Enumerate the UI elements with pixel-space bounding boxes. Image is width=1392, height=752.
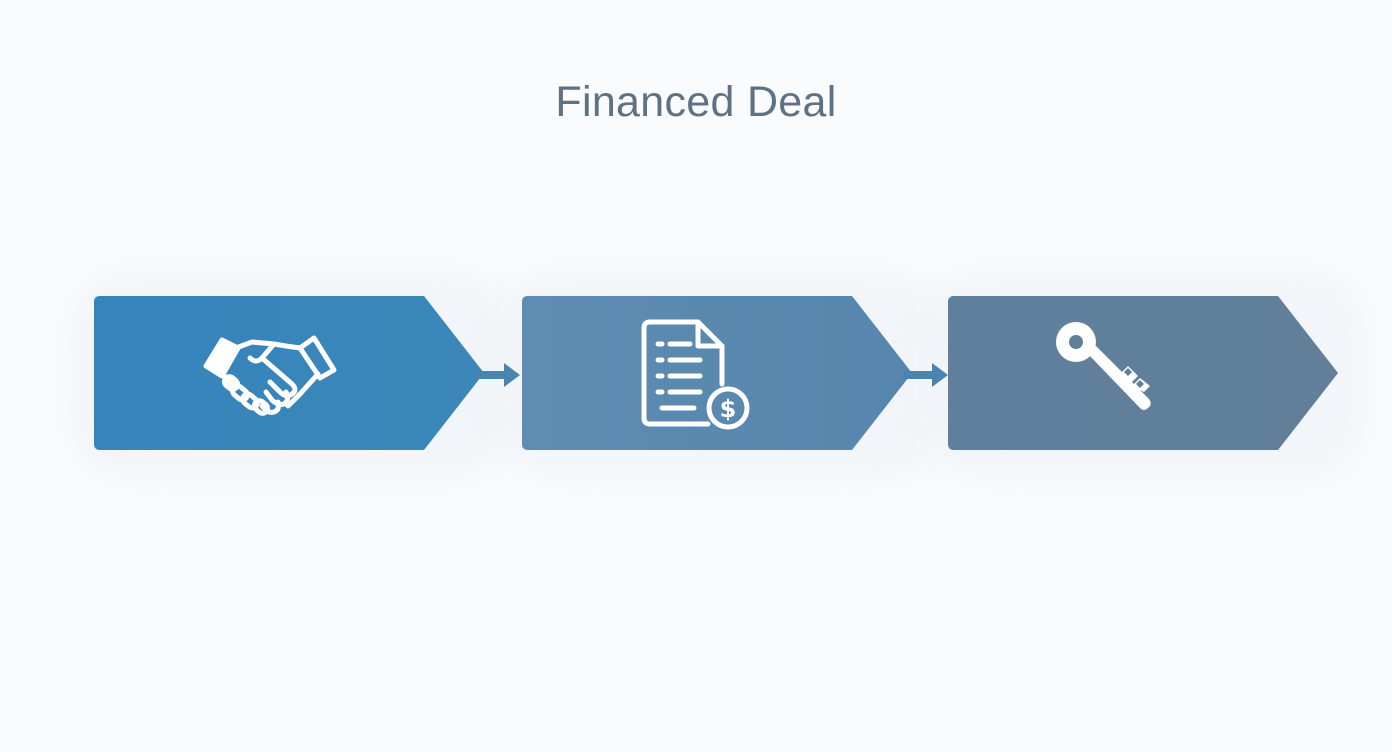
connector-arrow bbox=[904, 363, 948, 387]
connector-arrow bbox=[476, 363, 520, 387]
diagram-title: Financed Deal bbox=[555, 78, 837, 126]
step-financing-contract: $ bbox=[522, 296, 914, 450]
step-receive-keys bbox=[948, 296, 1340, 450]
step-arrow-shape bbox=[522, 296, 912, 450]
step-arrow-shape bbox=[948, 296, 1338, 450]
key-icon bbox=[1056, 322, 1151, 410]
step-arrow-shape bbox=[94, 296, 484, 450]
document-dollar-icon: $ bbox=[641, 319, 750, 430]
handshake-icon bbox=[203, 335, 337, 416]
svg-text:$: $ bbox=[720, 395, 737, 423]
step-sign-agreement bbox=[94, 296, 486, 450]
